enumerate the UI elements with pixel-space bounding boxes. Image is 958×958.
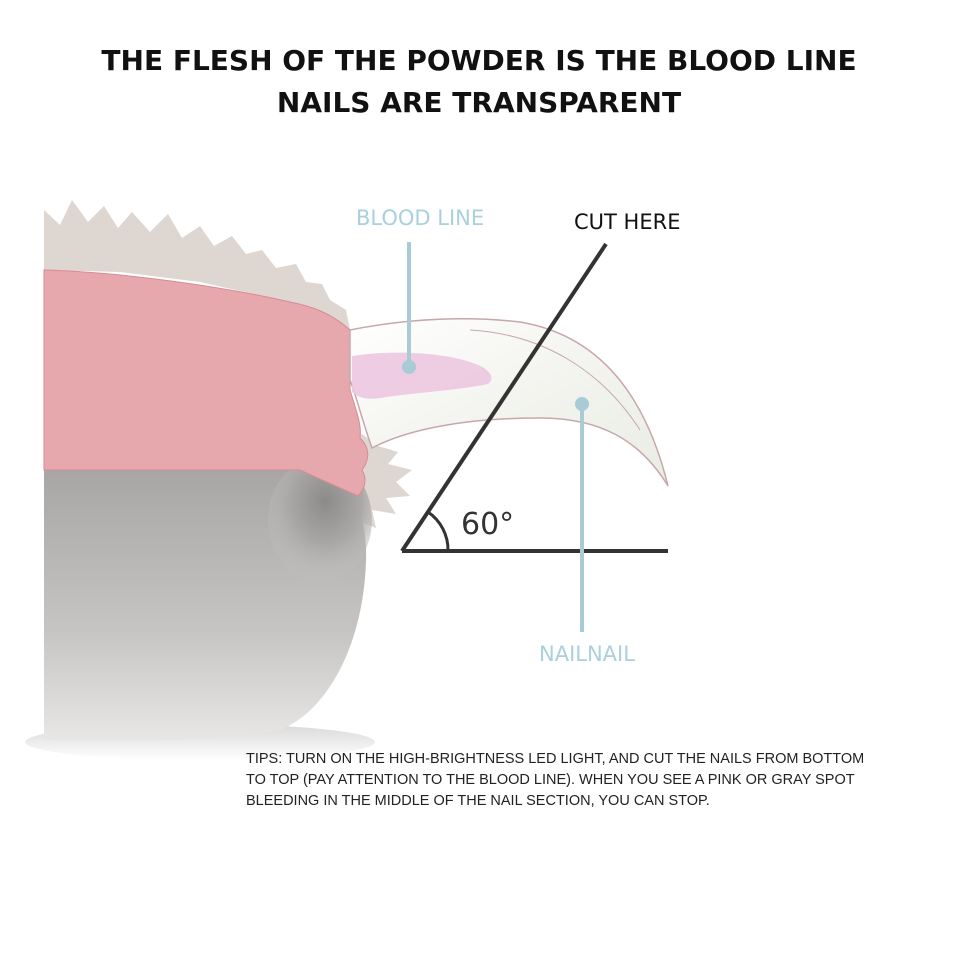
tips-text: TIPS: TURN ON THE HIGH-BRIGHTNESS LED LI… [246, 751, 865, 809]
nail-label: NAILNAIL [539, 642, 635, 666]
title-line-1: THE FLESH OF THE POWDER IS THE BLOOD LIN… [101, 44, 857, 77]
nail-inner-line [469, 329, 641, 431]
blood-line-quick [352, 352, 492, 399]
cut-line [400, 242, 608, 553]
nail [349, 317, 669, 487]
flesh-pink [43, 269, 369, 497]
angle-arc [427, 510, 450, 552]
nail-pointer-dot [575, 397, 589, 411]
fur-top [44, 200, 350, 330]
angle-label: 60° [461, 507, 515, 542]
blood-line-pointer-dot [402, 360, 416, 374]
cut-here-label: CUT HERE [574, 210, 681, 234]
blood-line-label: BLOOD LINE [356, 206, 485, 230]
title-line-2: NAILS ARE TRANSPARENT [276, 86, 682, 119]
